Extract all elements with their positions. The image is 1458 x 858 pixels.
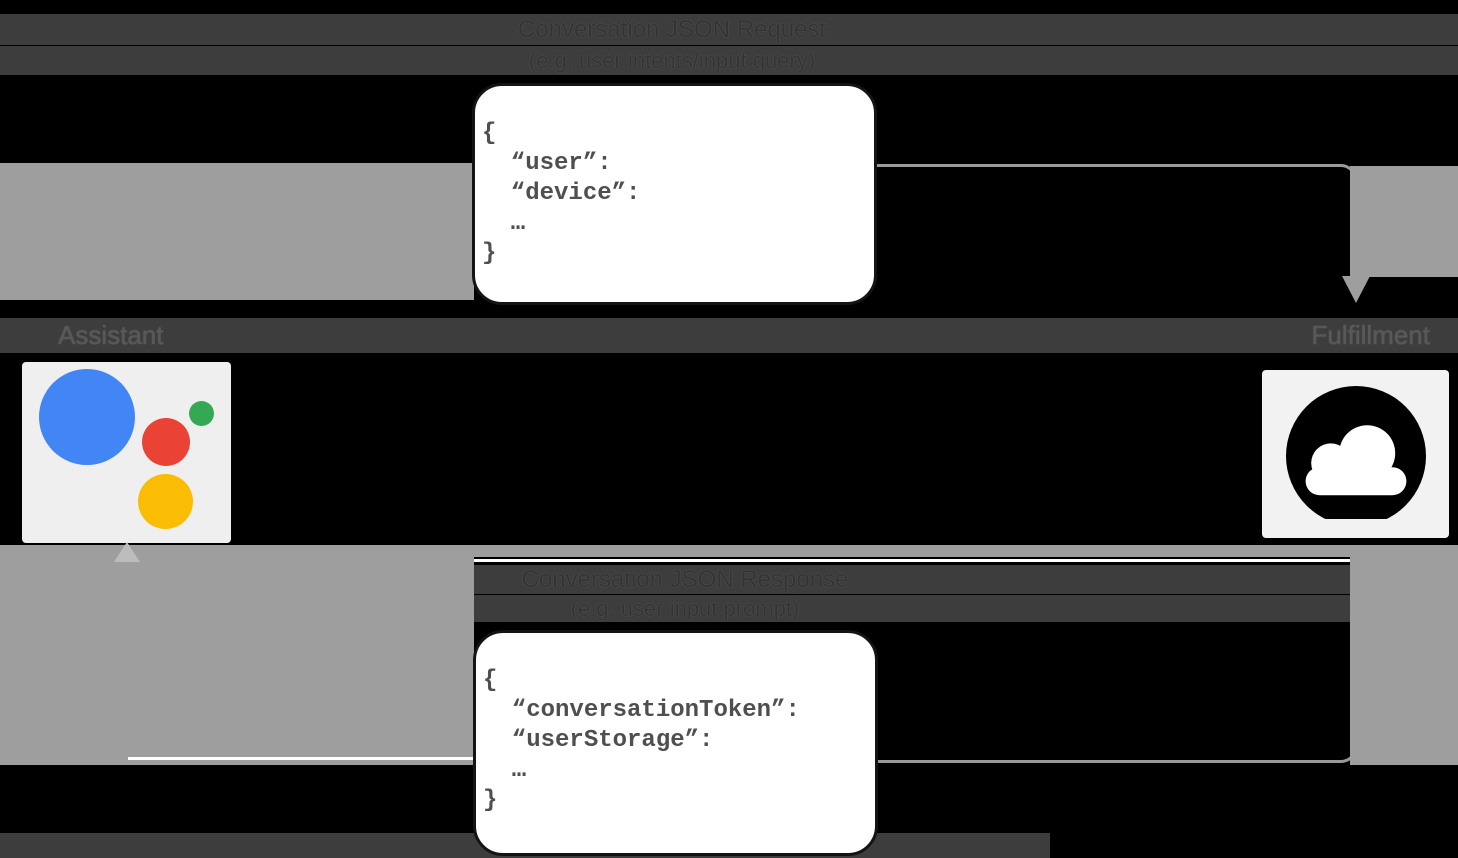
- assistant-logo-yellow-circle: [138, 474, 193, 529]
- response-payload-code: { “conversationToken”: “userStorage”: … …: [483, 667, 800, 814]
- response-subtitle: (e.g. user input prompt): [570, 596, 800, 621]
- response-title: Conversation JSON Response: [521, 566, 849, 593]
- request-title: Conversation JSON Request: [517, 16, 827, 43]
- assistant-logo-red-circle: [142, 418, 190, 466]
- response-payload-card: { “conversationToken”: “userStorage”: … …: [473, 630, 878, 856]
- fulfillment-label: Fulfillment: [1311, 320, 1430, 350]
- assistant-logo-green-circle: [189, 401, 214, 426]
- cloud-badge-icon: [1286, 386, 1426, 526]
- response-arrow-bottom-line-right: [877, 760, 1340, 763]
- response-arrowhead-up-icon: [114, 542, 140, 562]
- response-arrow-top-line: [128, 559, 1353, 562]
- response-arrow-body-left: [0, 548, 474, 765]
- request-payload-card: { “user”: “device”: … }: [472, 83, 877, 305]
- request-arrow-line: [877, 164, 1340, 167]
- node-label-band: [0, 318, 1458, 353]
- request-subtitle: (e.g. user intents/input query): [528, 48, 816, 73]
- request-payload-code: { “user”: “device”: … }: [482, 120, 641, 267]
- assistant-label: Assistant: [58, 320, 164, 350]
- request-title-band: [0, 14, 1458, 45]
- request-arrowhead-down-icon: [1342, 276, 1370, 303]
- response-arrow-bottom-line-left: [128, 757, 474, 760]
- google-assistant-icon: [22, 362, 231, 543]
- cloud-icon: [1262, 370, 1449, 538]
- assistant-logo-blue-circle: [39, 369, 135, 465]
- request-arrow-body-left: [0, 163, 474, 300]
- request-arrow-body-right: [1350, 166, 1458, 277]
- request-subtitle-band: [0, 46, 1458, 75]
- response-arrow-body-right: [1350, 545, 1458, 765]
